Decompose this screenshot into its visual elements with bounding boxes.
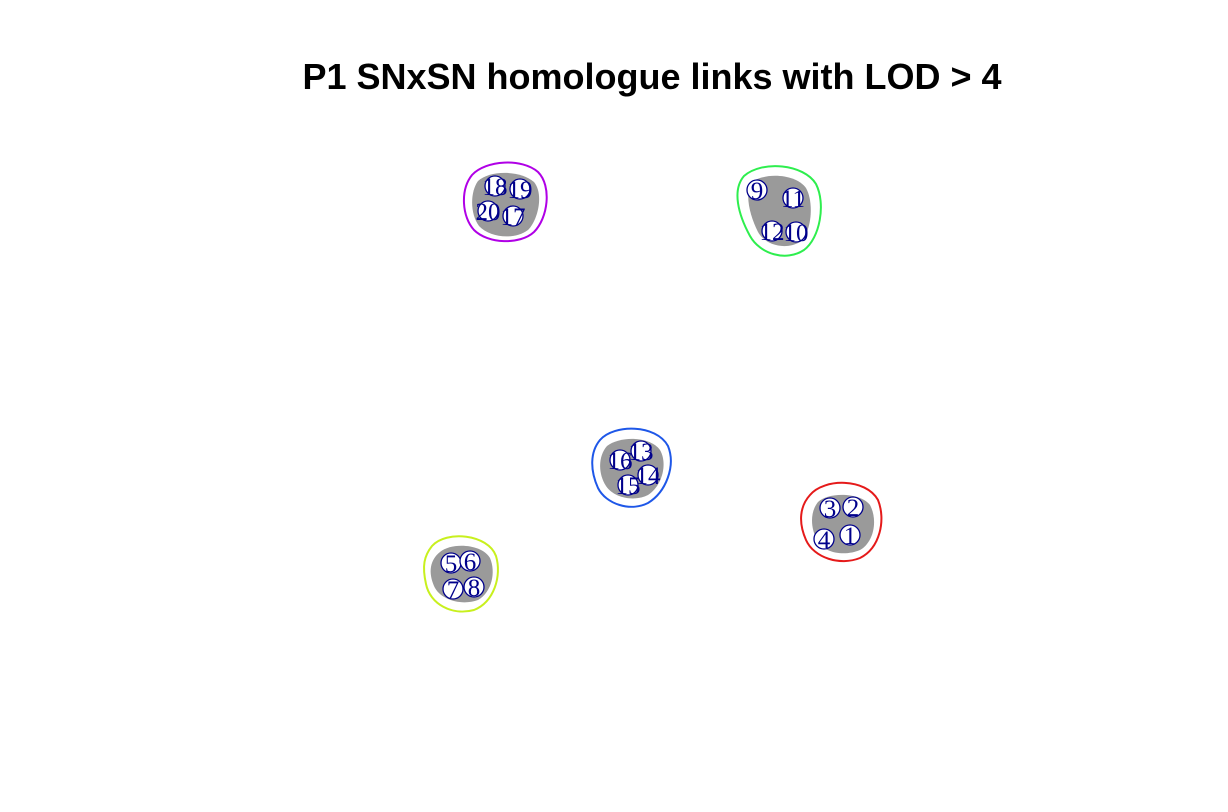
graph-node[interactable]: 6 (459, 549, 481, 576)
node-label: 2 (847, 495, 860, 522)
node-circle (617, 474, 639, 496)
node-circle (839, 524, 861, 546)
graph-node[interactable]: 1 (839, 523, 861, 550)
node-label: 12 (760, 219, 785, 246)
node-circle (637, 464, 659, 486)
node-label: 8 (468, 575, 481, 602)
node-label: 10 (784, 220, 809, 247)
node-label: 1 (844, 523, 857, 550)
graph-node[interactable]: 14 (636, 463, 662, 490)
graph-node[interactable]: 9 (746, 178, 768, 205)
node-label: 3 (824, 496, 837, 523)
node-label: 15 (616, 473, 641, 500)
graph-node[interactable]: 10 (784, 220, 809, 247)
node-circle (477, 200, 499, 222)
cluster-outline (423, 535, 499, 613)
node-label: 4 (818, 527, 831, 554)
node-label: 6 (464, 549, 477, 576)
node-circle (509, 178, 531, 200)
node-circle (782, 187, 804, 209)
graph-node[interactable]: 15 (616, 473, 641, 500)
node-label: 5 (445, 551, 458, 578)
node-circle (502, 205, 524, 227)
node-circle (459, 550, 481, 572)
cluster-outline (591, 427, 672, 508)
graph-node[interactable]: 11 (781, 186, 805, 213)
node-label: 20 (476, 199, 501, 226)
graph-node[interactable]: 2 (842, 495, 864, 522)
graph-node[interactable]: 12 (760, 219, 785, 246)
node-label: 9 (751, 178, 764, 205)
graph-node[interactable]: 7 (442, 577, 464, 604)
graph-node[interactable]: 19 (508, 177, 533, 204)
graph-node[interactable]: 16 (608, 448, 633, 475)
graph-node[interactable]: 13 (629, 439, 654, 466)
node-label: 13 (629, 439, 654, 466)
plot-title: P1 SNxSN homologue links with LOD > 4 (302, 56, 1002, 97)
node-label: 19 (508, 177, 533, 204)
node-circle (785, 221, 807, 243)
node-circle (609, 449, 631, 471)
node-circle (761, 220, 783, 242)
node-label: 11 (781, 186, 805, 213)
node-circle (442, 578, 464, 600)
graph-node[interactable]: 8 (463, 575, 485, 602)
node-label: 7 (447, 577, 460, 604)
cluster-outline (463, 161, 548, 243)
node-circle (463, 576, 485, 598)
node-label: 18 (483, 174, 508, 201)
graph-node[interactable]: 20 (476, 199, 501, 226)
node-circle (746, 179, 768, 201)
graph-node[interactable]: 3 (819, 496, 841, 523)
node-label: 17 (501, 204, 526, 231)
graph-node[interactable]: 18 (483, 174, 508, 201)
node-circle (819, 497, 841, 519)
node-label: 16 (608, 448, 633, 475)
node-circle (484, 175, 506, 197)
node-label: 14 (636, 463, 662, 490)
graph-node[interactable]: 5 (440, 551, 462, 578)
node-circle (630, 440, 652, 462)
graph-node[interactable]: 4 (813, 527, 835, 554)
graph-node[interactable]: 17 (501, 204, 526, 231)
node-circle (842, 496, 864, 518)
cluster-outline (800, 481, 883, 563)
node-circle (813, 528, 835, 550)
cluster-outline (736, 165, 822, 257)
